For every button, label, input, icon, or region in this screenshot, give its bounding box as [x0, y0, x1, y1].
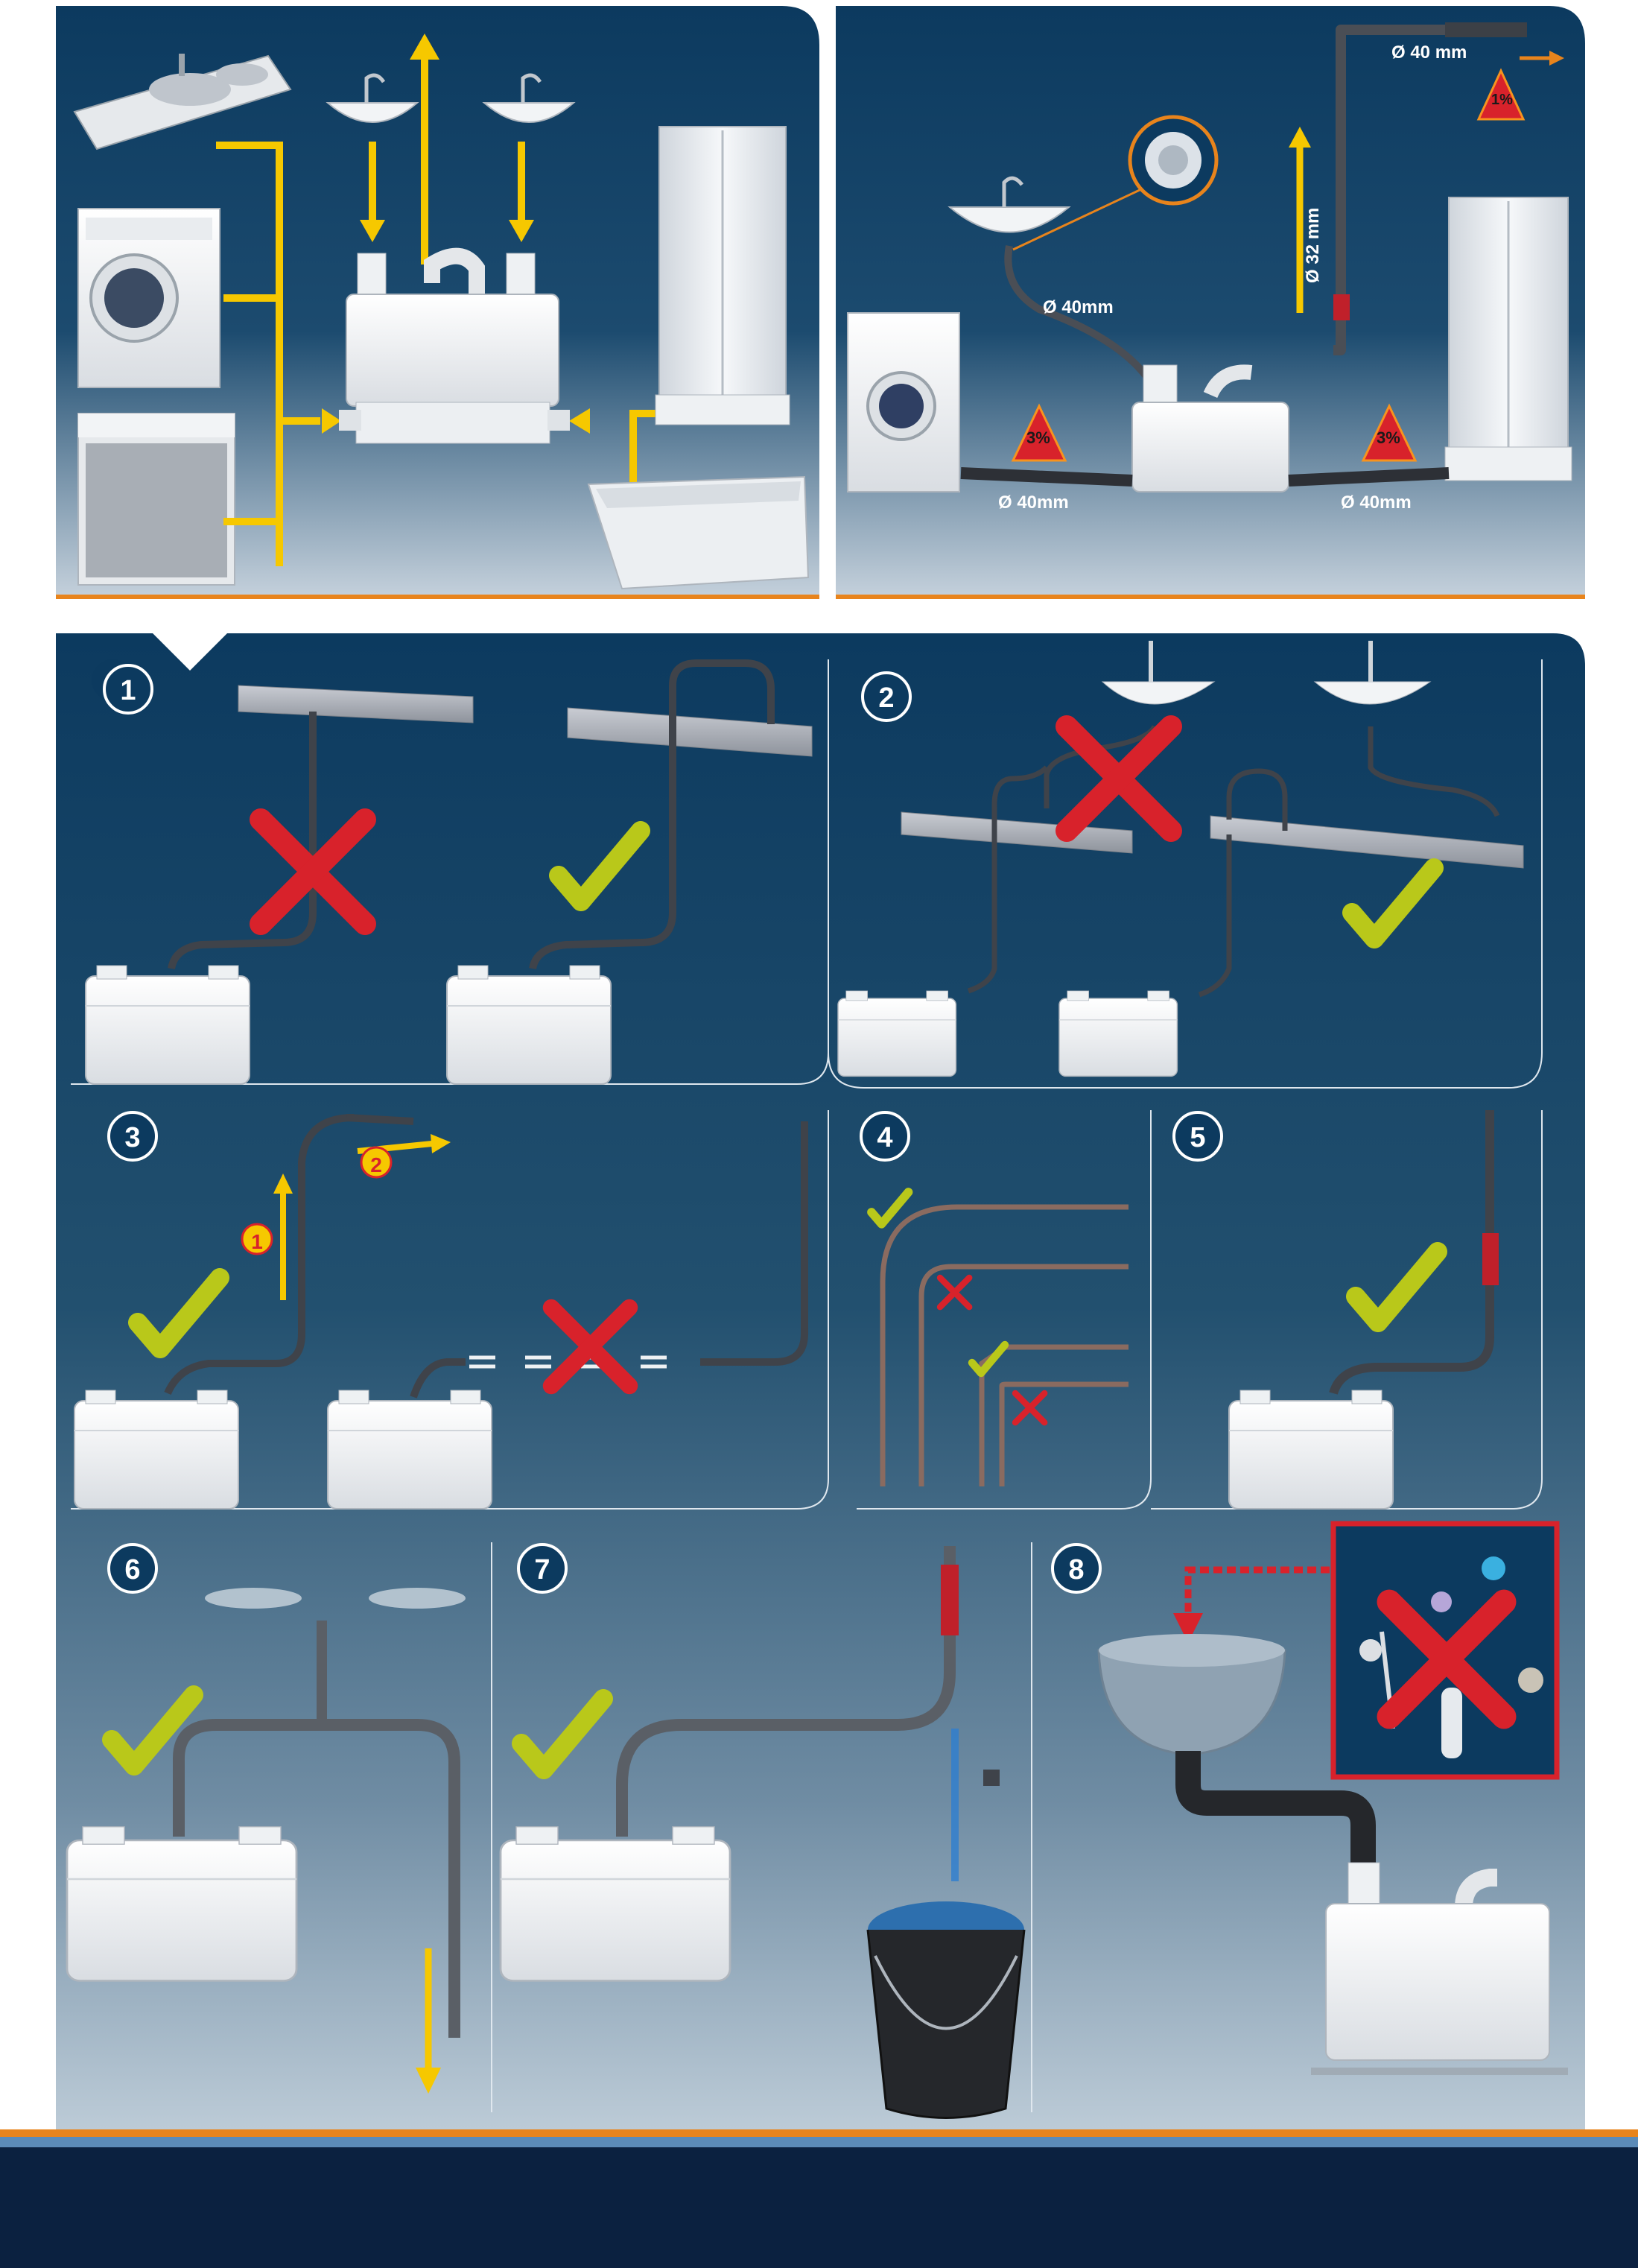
step-7-badge: 7 — [517, 1543, 568, 1594]
footer-blue-stripe — [0, 2137, 1638, 2147]
right-inlet-diameter-label: Ø 40mm — [1341, 492, 1412, 513]
riser-diameter-label: Ø 32 mm — [1303, 208, 1323, 283]
left-inlet-diameter-label: Ø 40mm — [998, 492, 1069, 513]
basin-diameter-label: Ø 40mm — [1043, 297, 1114, 317]
step-1-badge: 1 — [92, 659, 153, 715]
step-3-badge: 3 — [107, 1111, 158, 1162]
step-5-illustration — [1228, 1110, 1499, 1510]
washbasin-right-icon — [482, 73, 576, 123]
svg-text:4: 4 — [877, 1122, 892, 1153]
washbasin-icon — [947, 176, 1071, 233]
left-inlet-arrow — [322, 408, 341, 434]
step-4-illustration — [872, 1192, 1128, 1486]
svg-text:6: 6 — [124, 1554, 140, 1586]
pump-unit-right-icon — [1131, 364, 1289, 492]
bucket-icon — [866, 1901, 1026, 2119]
kitchen-sink-icon — [73, 54, 292, 151]
footer-band — [0, 2147, 1638, 2268]
shower-cabin-right-icon — [1444, 197, 1572, 481]
step-badges: 1 2 3 4 5 6 7 8 — [92, 659, 1223, 1594]
step3-marker-2: 2 — [360, 1146, 393, 1179]
step-2-illustration — [837, 641, 1524, 1077]
washbasin-step8-icon — [1097, 1634, 1286, 1756]
left-slope-label: 3% — [1026, 428, 1050, 447]
svg-text:5: 5 — [1190, 1122, 1205, 1153]
svg-text:1: 1 — [251, 1230, 263, 1253]
bathtub-icon — [587, 475, 810, 590]
discharge-up-arrow — [410, 34, 439, 60]
outlet-slope-label: 1% — [1491, 92, 1513, 108]
step-8-badge: 8 — [1051, 1543, 1102, 1594]
step-8-illustration — [1097, 1521, 1568, 2075]
step-dividers — [71, 659, 1543, 2112]
outlet-diameter-label: Ø 40 mm — [1391, 42, 1467, 63]
right-slope-label: 3% — [1377, 428, 1400, 447]
step-1-illustration — [85, 659, 813, 1085]
step-3-illustration: 1 2 — [74, 1114, 808, 1510]
svg-text:3: 3 — [124, 1122, 140, 1153]
washing-machine-right-icon — [847, 312, 960, 492]
dishwasher-icon — [77, 413, 235, 586]
step3-marker-1: 1 — [241, 1223, 273, 1255]
basin-drain-pipe — [1004, 245, 1162, 397]
svg-text:8: 8 — [1068, 1554, 1084, 1586]
footer-orange-stripe — [0, 2129, 1638, 2137]
svg-text:2: 2 — [370, 1153, 382, 1176]
discharge-pipe — [1333, 25, 1527, 355]
step-7-illustration — [499, 1546, 1026, 2119]
step-6-badge: 6 — [107, 1543, 158, 1594]
step-2-badge: 2 — [861, 671, 912, 722]
slope-warning-outlet: 1% — [1476, 68, 1526, 121]
overview-right-panel: Ø 40 mm 1% Ø 32 mm Ø 40mm — [836, 6, 1585, 599]
washbasin-left-icon — [326, 73, 419, 123]
svg-text:1: 1 — [120, 675, 136, 706]
right-inlet-arrow — [569, 408, 590, 434]
pump-unit-icon — [339, 247, 570, 444]
step-6-illustration — [66, 1588, 466, 2094]
slope-warning-left: 3% — [1011, 403, 1067, 462]
washing-machine-icon — [77, 208, 220, 388]
step-4-badge: 4 — [860, 1111, 910, 1162]
overview-left-panel — [56, 6, 819, 599]
svg-text:7: 7 — [534, 1554, 550, 1586]
svg-text:2: 2 — [878, 682, 894, 714]
steps-panel-background — [56, 633, 1585, 2129]
prohibited-items-icon — [1359, 1556, 1543, 1758]
step-5-badge: 5 — [1172, 1111, 1223, 1162]
shower-cabin-icon — [655, 126, 790, 425]
slope-warning-right: 3% — [1361, 403, 1418, 462]
